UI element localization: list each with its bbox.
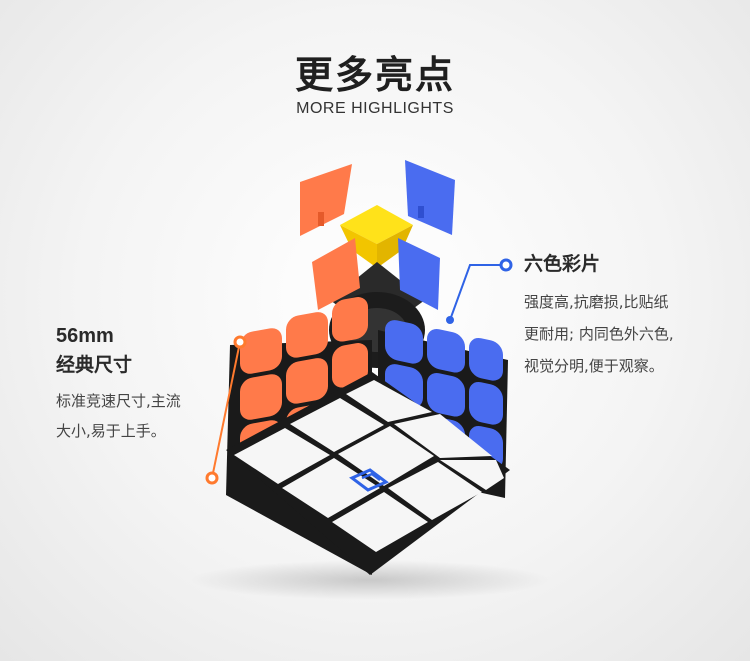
page-subtitle: MORE HIGHLIGHTS bbox=[296, 100, 454, 117]
page-title: 更多亮点 bbox=[294, 53, 455, 97]
exploded-yellow-corner bbox=[340, 205, 413, 268]
cube-front-face bbox=[226, 372, 510, 575]
tiles-desc-line: 强度高,抗磨损,比贴纸 bbox=[524, 293, 669, 311]
exploded-orange-tile bbox=[300, 164, 352, 236]
size-indicator-line bbox=[205, 335, 247, 485]
tiles-callout: 六色彩片 强度高,抗磨损,比贴纸 更耐用; 内同色外六色, 视觉分明,便于观察。 bbox=[524, 250, 734, 382]
size-callout: 56mm 经典尺寸 标准竞速尺寸,主流 大小,易于上手。 bbox=[56, 322, 246, 446]
size-heading: 经典尺寸 bbox=[56, 354, 133, 376]
size-desc-line: 标准竞速尺寸,主流 bbox=[56, 392, 181, 410]
tiles-description: 强度高,抗磨损,比贴纸 更耐用; 内同色外六色, 视觉分明,便于观察。 bbox=[524, 286, 734, 382]
gan-logo-icon bbox=[349, 468, 389, 492]
tiles-desc-line: 视觉分明,便于观察。 bbox=[524, 357, 664, 375]
tile-pointer-line bbox=[446, 258, 513, 324]
size-value: 56mm bbox=[56, 325, 114, 347]
tiles-desc-line: 更耐用; 内同色外六色, bbox=[524, 325, 674, 343]
cube-top-orange-layer bbox=[312, 238, 360, 310]
size-desc-line: 大小,易于上手。 bbox=[56, 422, 166, 440]
cube-top-blue-layer bbox=[398, 238, 440, 310]
size-description: 标准竞速尺寸,主流 大小,易于上手。 bbox=[56, 386, 246, 446]
cube-shadow bbox=[190, 560, 550, 600]
tiles-heading: 六色彩片 bbox=[524, 253, 601, 275]
exploded-blue-tile bbox=[405, 160, 455, 235]
